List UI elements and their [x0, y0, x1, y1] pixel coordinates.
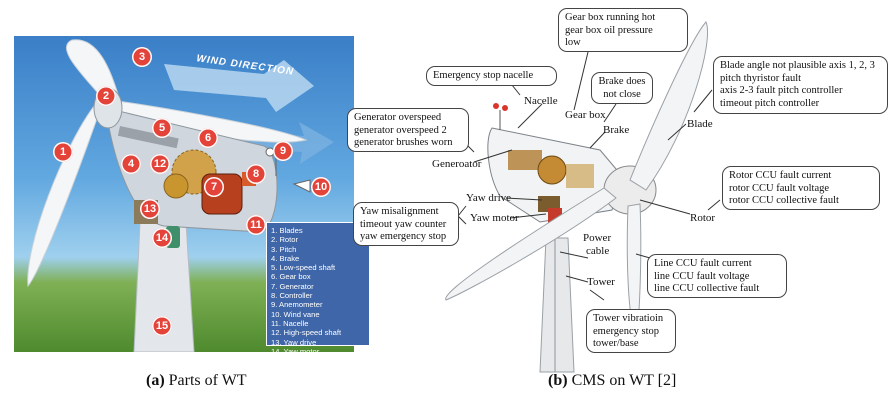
marker-high-speed-shaft: 12	[150, 154, 170, 174]
tower-fault-line: Tower vibratioin	[593, 313, 664, 324]
brake-fault-box: Brake does not close	[591, 72, 653, 104]
legend-item: 9. Anemometer	[271, 300, 323, 310]
tower-faults-box: Tower vibratioin emergency stop tower/ba…	[586, 309, 676, 353]
label-brake: Brake	[603, 124, 630, 136]
label-gearbox: Gear box	[565, 109, 606, 121]
legend-item: 7. Generator	[271, 281, 314, 291]
tower-fault-line: emergency stop	[593, 325, 659, 337]
blade-fault-line: Blade angle not plausible axis 1, 2, 3	[720, 60, 875, 71]
rotor-fault-line: Rotor CCU fault current	[729, 170, 832, 181]
legend-item: 12. High-speed shaft	[271, 328, 342, 338]
gearbox-fault-line: Gear box running hot	[565, 12, 656, 23]
label-nacelle: Nacelle	[524, 95, 558, 107]
caption-b: (b) CMS on WT [2]	[548, 372, 676, 390]
marker-low-speed-shaft: 5	[152, 118, 172, 138]
marker-controller: 8	[246, 164, 266, 184]
marker-rotor: 2	[96, 86, 116, 106]
caption-a-prefix: (a)	[146, 372, 165, 389]
gearbox-faults-box: Gear box running hot gear box oil pressu…	[558, 8, 688, 52]
legend-item: 6. Gear box	[271, 272, 311, 282]
label-yaw-drive: Yaw drive	[466, 192, 512, 204]
generator-fault-line: generator brushes worn	[354, 137, 453, 148]
legend-item: 4. Brake	[271, 253, 300, 263]
marker-yaw-motor: 14	[152, 228, 172, 248]
generator-fault-line: generator overspeed 2	[354, 124, 447, 136]
legend-item: 8. Controller	[271, 291, 313, 301]
tower-fault-line: tower/base	[593, 338, 639, 349]
legend-item: 1. Blades	[271, 226, 303, 235]
yaw-fault-line: timeout yaw counter	[360, 218, 447, 230]
label-blade: Blade	[687, 118, 713, 130]
label-yaw-motor: Yaw motor	[470, 212, 519, 224]
generator-fault-line: Generator overspeed	[354, 112, 442, 123]
marker-pitch: 3	[132, 47, 152, 67]
label-tower: Tower	[587, 276, 615, 288]
label-power-cable-1: Power	[583, 232, 612, 244]
line-fault-line: Line CCU fault current	[654, 258, 752, 269]
rotor-fault-line: rotor CCU fault voltage	[729, 182, 830, 194]
line-ccu-faults-box: Line CCU fault current line CCU fault vo…	[647, 254, 787, 298]
legend-item: 3. Pitch	[271, 244, 297, 254]
marker-gear-box: 6	[198, 128, 218, 148]
legend-item: 10. Wind vane	[271, 309, 320, 319]
turbine-cutaway-drawing	[27, 39, 334, 352]
gearbox-fault-line: gear box oil pressure	[565, 24, 653, 36]
caption-b-prefix: (b)	[548, 372, 568, 389]
brake-fault-line: not close	[603, 88, 641, 100]
generator-faults-box: Generator overspeed generator overspeed …	[347, 108, 469, 152]
caption-a: (a) Parts of WT	[146, 372, 247, 390]
legend-item: 2. Rotor	[271, 235, 299, 245]
blade-faults-box: Blade angle not plausible axis 1, 2, 3 p…	[713, 56, 888, 114]
legend-item: 5. Low-speed shaft	[271, 263, 336, 273]
caption-b-text: CMS on WT [2]	[567, 372, 677, 389]
panel-a-illustration	[14, 36, 354, 352]
marker-blades: 1	[53, 142, 73, 162]
yaw-fault-line: yaw emergency stop	[360, 231, 447, 242]
yaw-fault-line: Yaw misalignment	[360, 206, 439, 217]
label-generator: Generoator	[432, 158, 482, 170]
line-fault-line: line CCU fault voltage	[654, 270, 750, 282]
label-power-cable-2: cable	[586, 245, 610, 257]
blade-fault-line: timeout pitch controller	[720, 97, 820, 109]
blade-fault-line: axis 2-3 fault pitch controller	[720, 85, 843, 96]
label-rotor: Rotor	[690, 212, 716, 224]
rotor-fault-line: rotor CCU collective fault	[729, 195, 839, 206]
marker-nacelle: 11	[246, 215, 266, 235]
marker-yaw-drive: 13	[140, 199, 160, 219]
brake-fault-line: Brake does	[598, 76, 646, 87]
legend-item: 11. Nacelle	[271, 318, 309, 328]
marker-anemometer: 9	[273, 141, 293, 161]
emergency-nacelle-line: Emergency stop nacelle	[433, 70, 534, 81]
yaw-faults-box: Yaw misalignment timeout yaw counter yaw…	[353, 202, 459, 246]
marker-brake: 4	[121, 154, 141, 174]
emergency-nacelle-box: Emergency stop nacelle	[426, 66, 557, 86]
legend-item: 14. Yaw motor	[271, 346, 320, 356]
caption-a-text: Parts of WT	[164, 372, 247, 389]
marker-generator: 7	[204, 177, 224, 197]
parts-legend: 1. Blades 2. Rotor 3. Pitch 4. Brake 5. …	[266, 222, 370, 365]
legend-item: 13. Yaw drive	[271, 337, 317, 347]
marker-tower: 15	[152, 316, 172, 336]
rotor-faults-box: Rotor CCU fault current rotor CCU fault …	[722, 166, 880, 210]
line-fault-line: line CCU collective fault	[654, 283, 760, 294]
gearbox-fault-line: low	[565, 37, 581, 48]
legend-item: 15. Tower	[271, 356, 304, 366]
marker-wind-vane: 10	[311, 177, 331, 197]
blade-fault-line: pitch thyristor fault	[720, 72, 802, 84]
